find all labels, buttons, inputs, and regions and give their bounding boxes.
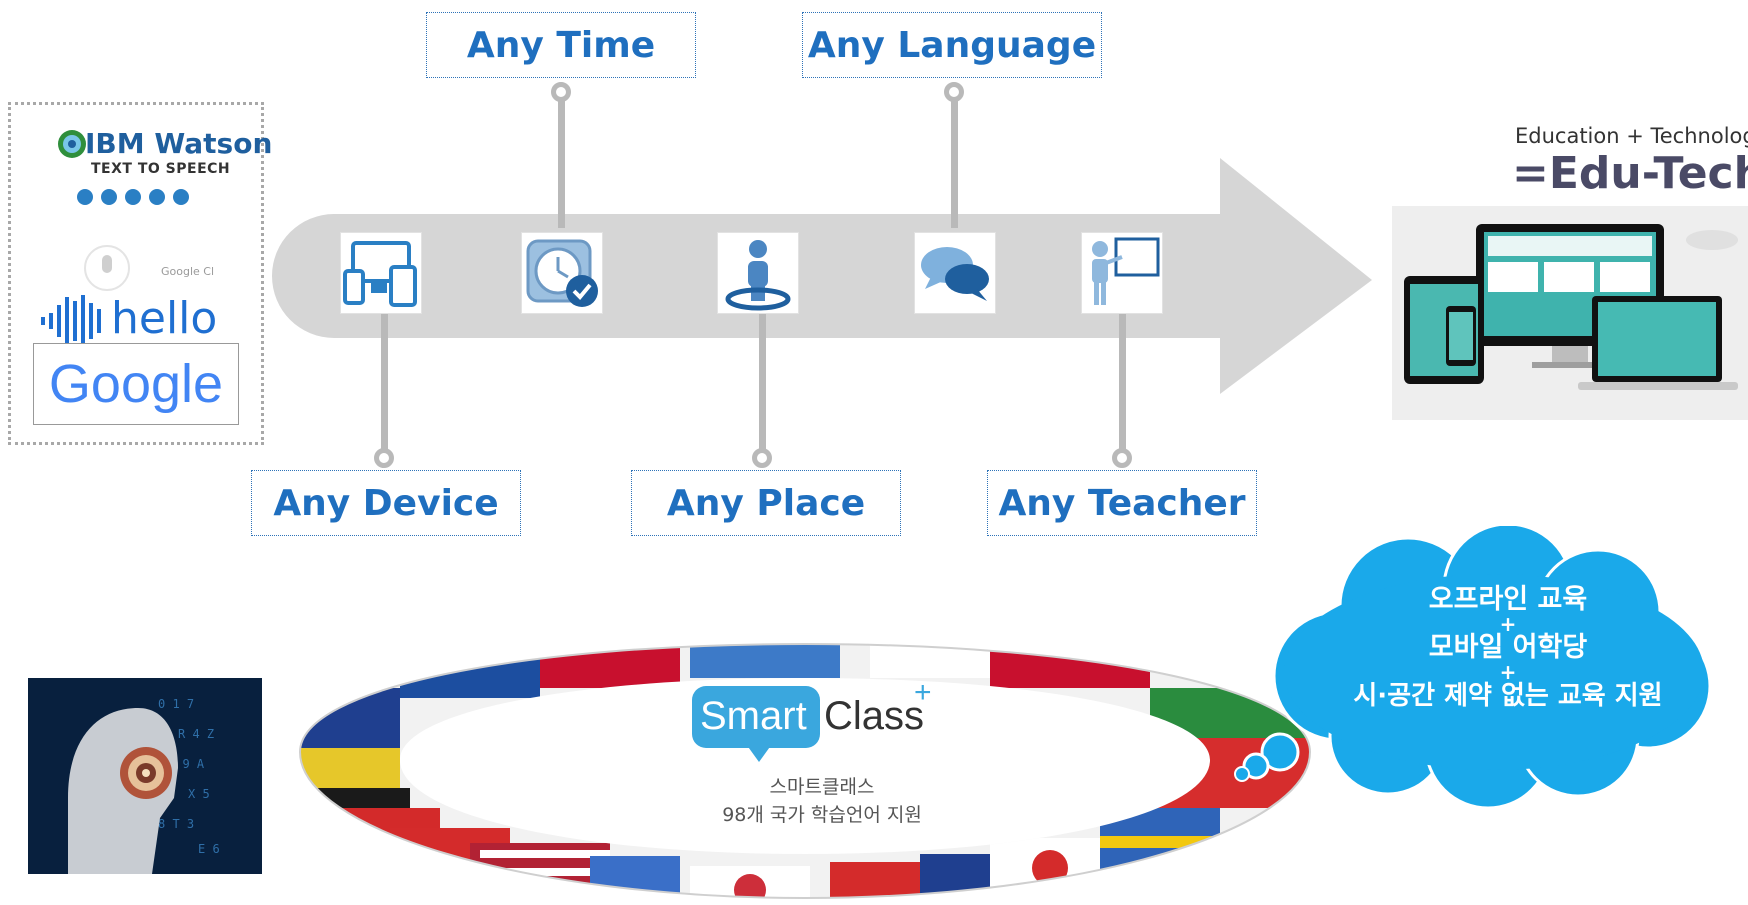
- stem-any-place: [759, 312, 766, 454]
- thought-cloud: [1234, 526, 1712, 810]
- cloud-line-support: 시·공간 제약 없는 교육 지원: [1353, 681, 1663, 711]
- cloud-text: 오프라인 교육 + 모바일 어학당 + 시·공간 제약 없는 교육 지원: [1318, 584, 1698, 712]
- edutech-devices-image: [1392, 206, 1748, 420]
- ibm-feature-icons: [77, 189, 189, 205]
- svg-text:R 4 Z: R 4 Z: [178, 727, 214, 741]
- knob-any-place: [752, 448, 772, 468]
- stem-any-time: [558, 96, 565, 228]
- person-place-icon: [718, 233, 798, 313]
- cloud-plus-2: +: [1499, 660, 1517, 684]
- smartclass-subtitle-1: 스마트클래스: [769, 776, 875, 798]
- label-any-teacher: Any Teacher: [987, 470, 1257, 536]
- edutech-title: =Edu-Tech: [1512, 148, 1748, 199]
- smart-logo-bubble: [692, 686, 820, 748]
- smart-logo-text: Smart: [700, 694, 807, 738]
- class-logo-text: Class: [824, 694, 925, 738]
- stem-any-device: [381, 312, 388, 454]
- smartclass-subtitle-2: 98개 국가 학습언어 지원: [722, 804, 922, 826]
- ibm-globe-icon: [58, 130, 86, 158]
- clock-check-icon: [522, 233, 602, 313]
- sound-wave-icon: [41, 295, 101, 347]
- svg-text:8 T 3: 8 T 3: [158, 817, 194, 831]
- knob-any-time: [551, 82, 571, 102]
- google-logo-box: Google: [33, 343, 239, 425]
- stem-any-language: [951, 96, 958, 228]
- svg-text:0 1 7: 0 1 7: [158, 697, 194, 711]
- devices-icon: [341, 233, 421, 313]
- label-any-time: Any Time: [426, 12, 696, 78]
- tts-provider-panel: IBM Watson TEXT TO SPEECH Google Cl hell…: [8, 102, 272, 445]
- knob-any-language: [944, 82, 964, 102]
- label-any-language: Any Language: [802, 12, 1102, 78]
- smartclass-logo: Smart Class +: [692, 676, 952, 762]
- chat-bubbles-icon: [915, 233, 995, 313]
- ibm-tts-subtitle: TEXT TO SPEECH: [91, 161, 231, 177]
- stem-any-teacher: [1119, 312, 1126, 454]
- cloud-line-offline: 오프라인 교육: [1428, 584, 1588, 615]
- ai-robot-image: 0 1 7R 4 Z 2 9 AX 5 8 T 3E 6: [28, 678, 262, 874]
- microphone-icon: [84, 245, 130, 291]
- cloud-line-mobile: 모바일 어학당: [1428, 632, 1588, 663]
- smart-bubble-tail: [746, 744, 772, 762]
- google-logo-text: Google: [48, 354, 224, 414]
- cloud-plus-1: +: [1499, 612, 1517, 636]
- knob-any-device: [374, 448, 394, 468]
- label-any-place: Any Place: [631, 470, 901, 536]
- class-logo-plus: +: [914, 676, 932, 709]
- teacher-board-icon: [1082, 233, 1162, 313]
- svg-text:X 5: X 5: [188, 787, 210, 801]
- flag-ring: [298, 642, 1312, 900]
- hello-text: hello: [111, 293, 218, 344]
- google-cloud-mark: Google Cl: [161, 265, 215, 278]
- svg-text:E 6: E 6: [198, 842, 220, 856]
- knob-any-teacher: [1112, 448, 1132, 468]
- ibm-watson-title: IBM Watson: [85, 127, 273, 160]
- edutech-caption: Education + Technology: [1515, 124, 1748, 148]
- label-any-device: Any Device: [251, 470, 521, 536]
